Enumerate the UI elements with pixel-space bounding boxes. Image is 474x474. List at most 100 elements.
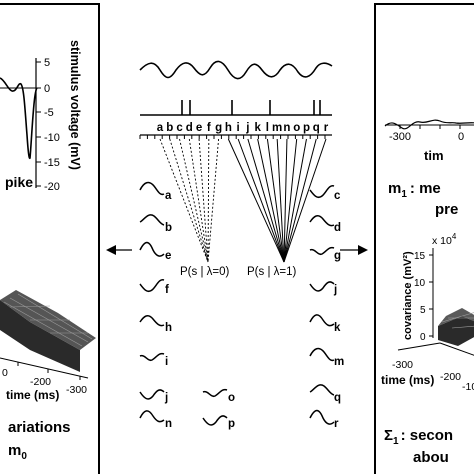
waveform-snippet [309,214,335,227]
prob-label-lambda-1: P(s | λ=1) [247,266,296,278]
dashed-connector [169,138,209,263]
exponent-label: x 104 [432,232,457,247]
waveform-label: e [165,250,171,262]
left-panel-border [0,3,100,474]
waveform-label: k [334,322,341,334]
voltage-axis-ticks [36,61,41,187]
spike-letter: a [157,122,164,134]
mean-waveform [384,119,474,130]
waveform-snippet [309,409,335,425]
waveform-snippet [309,384,335,396]
x-axis-title: time (ms) [381,373,434,387]
right-arrow [340,245,368,255]
y-tick-label: 5 [44,57,50,69]
mean-caption-line-2: pre [435,201,458,218]
x-tick-label: -300 [392,359,413,371]
dashed-connector [188,138,209,263]
waveform-snippet [139,181,165,196]
right-panel: -300 0 tim m1: me pre x 104 15 10 5 0 co… [374,3,474,474]
waveform-label: m [334,356,344,368]
caption-line-2: m0 [8,442,27,462]
spike-letter: q [313,122,320,134]
waveform-snippet [202,415,228,426]
x-tick-label: 0 [458,131,464,143]
waveform-snippet [139,410,165,423]
waveform-snippet [139,241,165,257]
waveform-label: p [228,418,235,430]
prob-label-lambda-0: P(s | λ=0) [180,266,229,278]
spike-letter: e [196,122,202,134]
waveform-snippet [139,314,165,327]
stimulus-waveform [139,60,333,80]
spike-letter: p [303,122,310,134]
right-covariance-surface [397,308,474,356]
left-arrow [106,245,132,255]
waveform-snippet [309,281,335,292]
spike-letter: f [207,122,211,134]
spike-letter: o [293,122,300,134]
spike-letter: r [324,122,329,134]
waveform-label: d [334,222,341,234]
right-panel-border [374,3,474,474]
waveform-label: i [165,356,168,368]
waveform-snippet [139,278,165,293]
spike-letter: g [215,122,222,134]
spike-letter: b [166,122,173,134]
x-tick-label: -300 [389,131,411,143]
solid-connector [266,138,285,263]
solid-connector [227,138,285,263]
waveform-snippet [139,389,165,400]
dashed-connector [207,138,210,263]
covariance-axis-ticks [429,254,433,337]
spike-triggered-average-curve [0,77,38,160]
caption-line-1: ariations [8,419,71,436]
spike-letter: i [237,122,240,134]
spike-letter: l [266,122,269,134]
waveform-label: n [165,418,172,430]
waveform-snippet [309,347,335,362]
dashed-connector [207,138,220,263]
waveform-snippet [309,184,335,199]
y-tick-label: -5 [44,107,54,119]
covariance-caption-line-1: Σ1: secon [384,427,453,447]
solid-connector [283,138,307,263]
waveform-label: b [165,222,172,234]
y-tick-label: 0 [44,83,50,95]
waveform-label: h [165,322,172,334]
y-tick-label: 10 [414,278,426,289]
y-tick-label: 15 [414,251,426,262]
waveform-label: j [333,284,337,296]
waveform-snippet [309,314,335,327]
y-tick-label: -20 [44,181,60,193]
spike-letter: c [176,122,183,134]
left-covariance-surface [0,290,96,380]
spike-letter: d [186,122,193,134]
left-panel: 5 0 -5 -10 -15 -20 stimulus voltage (mV)… [0,3,100,474]
spike-letter: n [283,122,290,134]
y-tick-label: 0 [420,332,426,343]
x-tick-label: -100 [462,381,474,393]
solid-connector [283,138,317,263]
waveform-label: q [334,392,341,404]
spike-letter: j [245,122,249,134]
y-tick-label: -15 [44,157,60,169]
solid-connector [257,138,285,263]
waveform-label: g [334,250,341,262]
x-tick-label: -200 [440,371,461,383]
spike-letter: m [272,122,282,134]
solid-connector [283,138,288,263]
waveform-snippet [139,352,165,362]
mean-caption-line-1: m1: me [388,180,441,200]
y-tick-label: -10 [44,132,60,144]
solid-connector [276,138,285,263]
event-axis-ticks [139,135,326,139]
x-tick-label: -200 [30,376,51,388]
waveform-label: j [164,392,168,404]
voltage-axis-title: stimulus voltage (mV) [68,40,82,170]
waveform-label: r [334,418,339,430]
spike-train-spikes [181,100,321,115]
waveform-label: f [165,284,169,296]
